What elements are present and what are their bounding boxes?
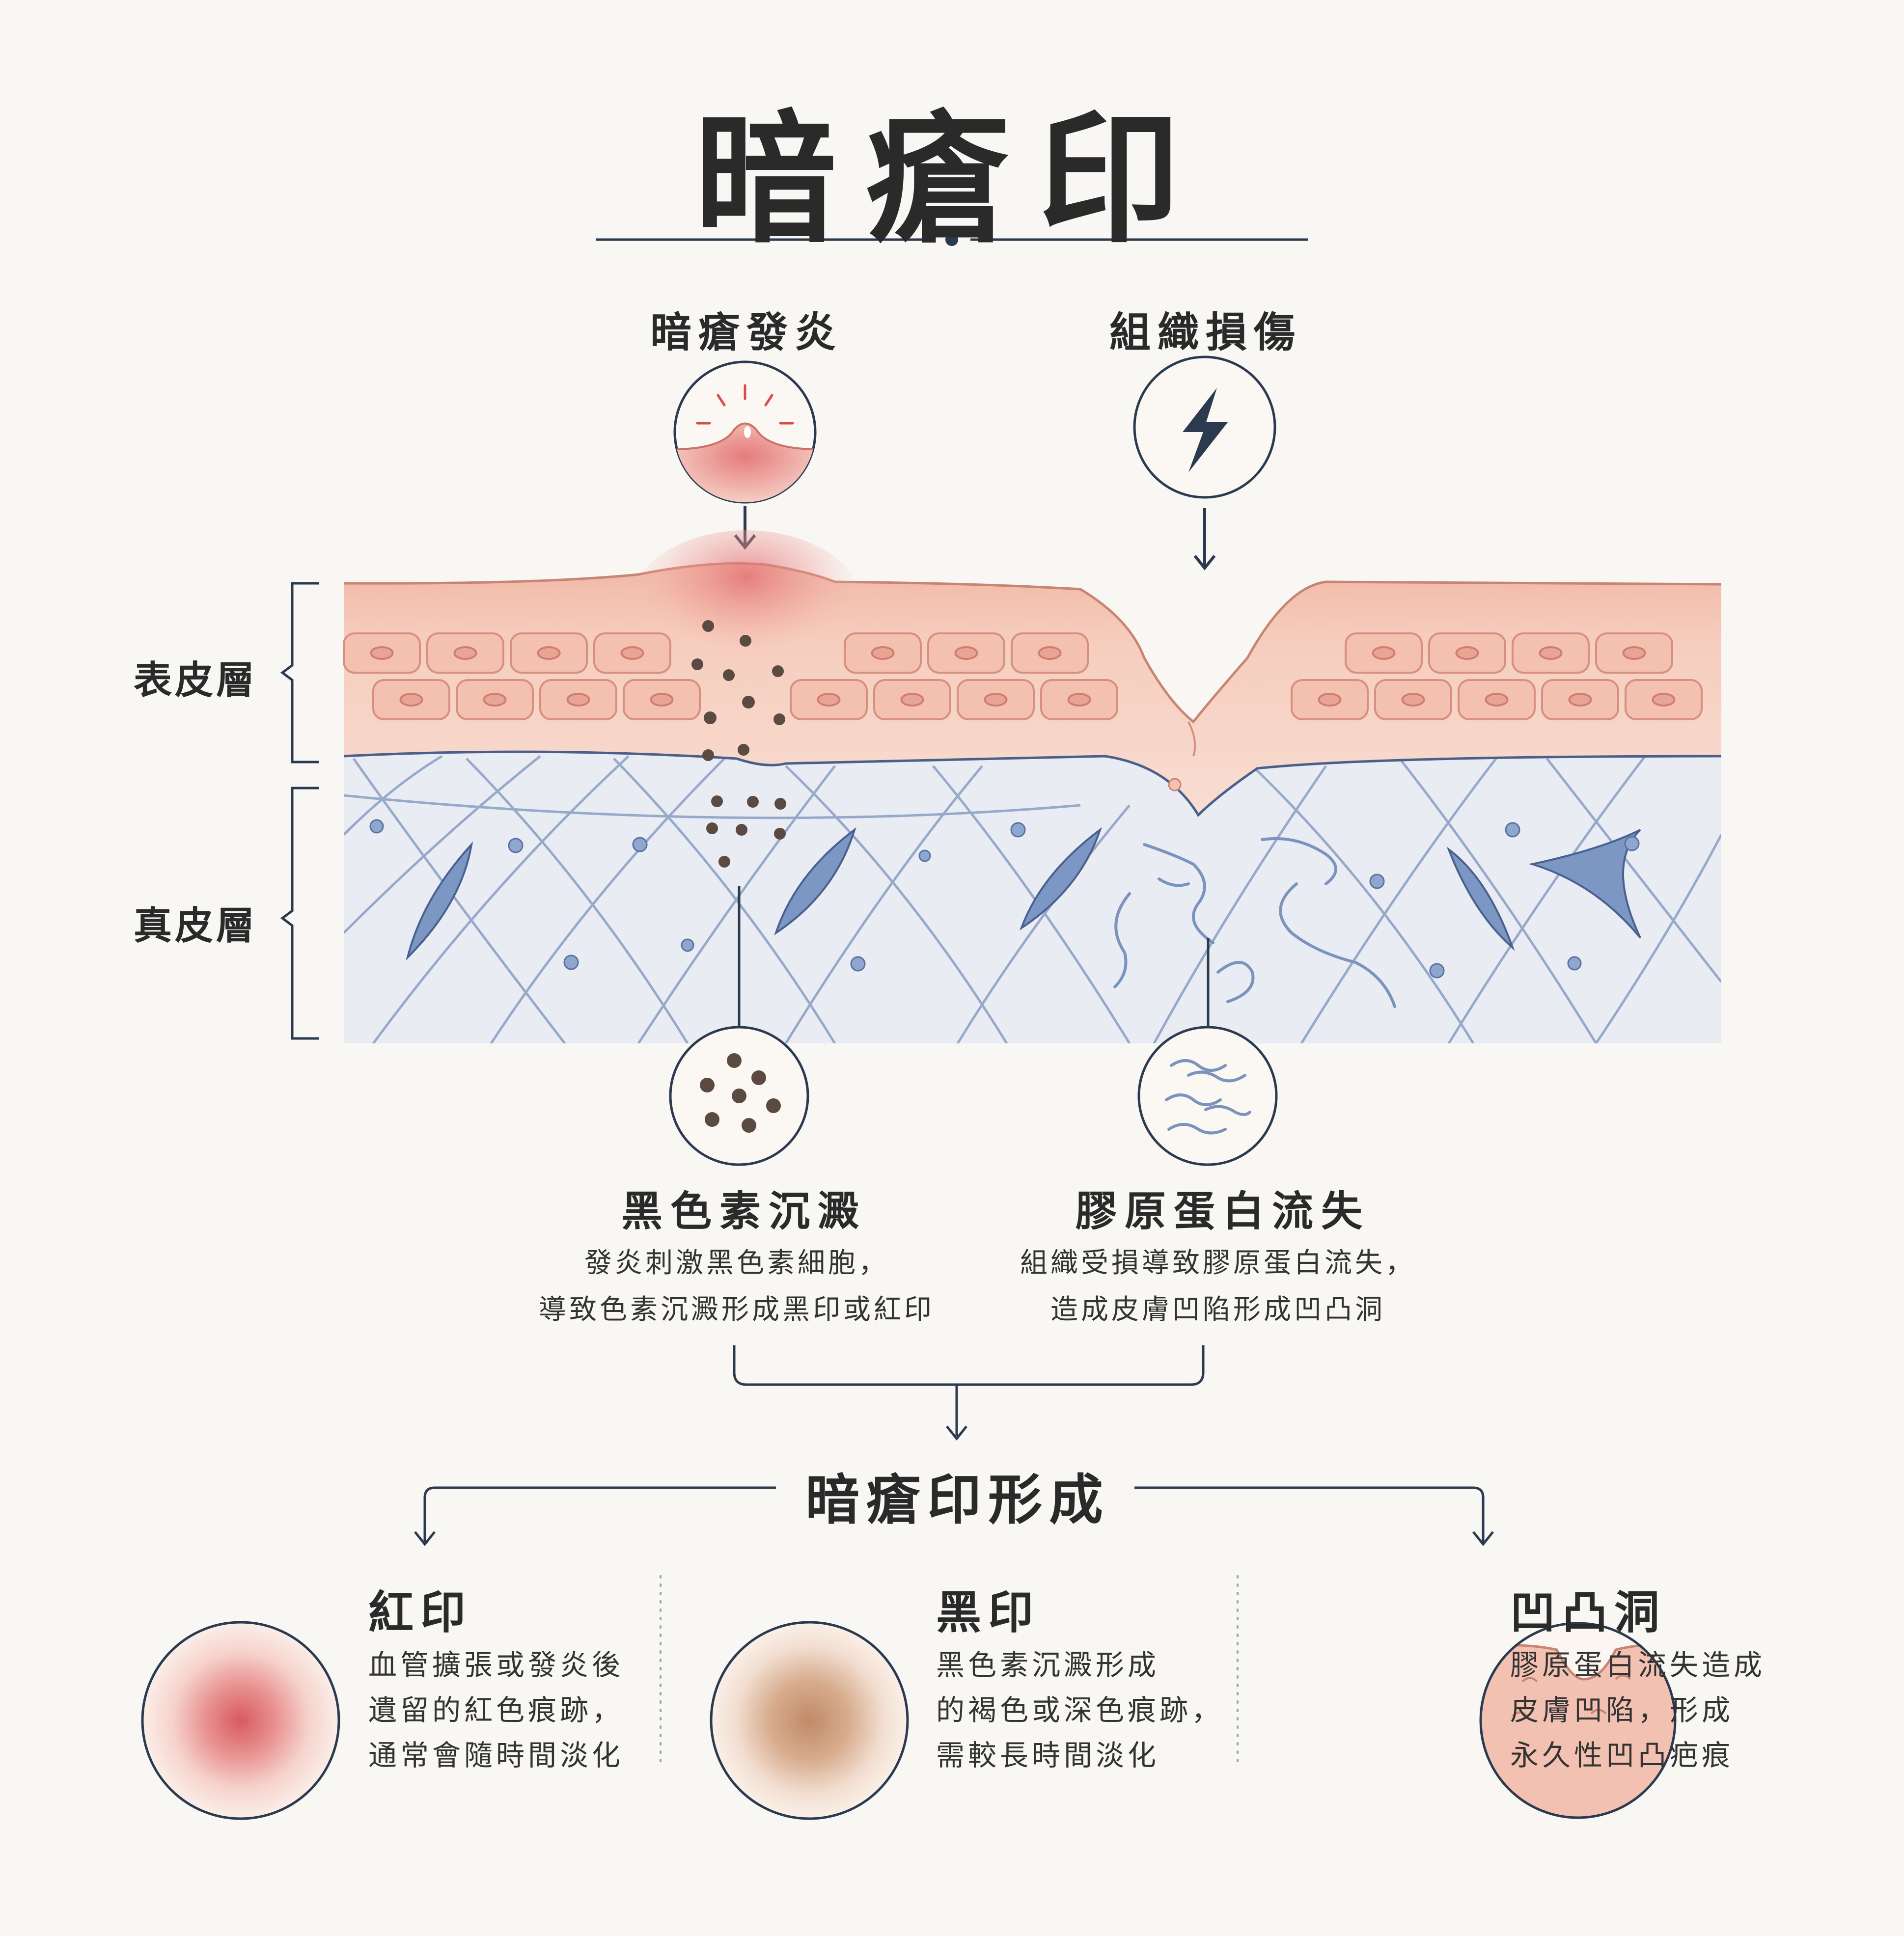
- layer-label-dermis: 真皮層: [134, 904, 258, 948]
- cell-nucleus: [399, 693, 423, 707]
- cell-nucleus: [1038, 646, 1062, 660]
- type-desc-dark-mark-line3: 需較長時間淡化: [936, 1739, 1160, 1772]
- cell-nucleus: [871, 646, 895, 660]
- melanin-granules: [691, 620, 786, 868]
- layer-brackets: [280, 582, 319, 1040]
- page-title: 暗瘡印: [694, 96, 1210, 263]
- red-mark-icon: [141, 1621, 340, 1820]
- cell-nucleus: [453, 646, 477, 660]
- mechanism-desc-melanin-line2: 導致色素沉澱形成黑印或紅印: [539, 1294, 935, 1326]
- melanin-dots-icon: [669, 1026, 809, 1166]
- mechanism-connectors: [738, 886, 1210, 1026]
- type-desc-pitted-scar-line2: 皮膚凹陷，形成: [1510, 1693, 1734, 1727]
- cause-label-inflammation: 暗瘡發炎: [650, 308, 843, 356]
- merge-bracket: [733, 1345, 1205, 1441]
- epidermis-layer: [343, 530, 1722, 818]
- cause-label-tissue-damage: 組織損傷: [1109, 308, 1302, 356]
- cell-nucleus: [537, 646, 561, 660]
- type-desc-red-mark-line2: 遺留的紅色痕跡，: [368, 1693, 624, 1727]
- lightning-icon: [1133, 355, 1276, 499]
- cell-nucleus: [817, 693, 841, 707]
- branch-arrows: [414, 1486, 1494, 1547]
- cell-nucleus: [984, 693, 1008, 707]
- cell-nucleus: [1485, 693, 1509, 707]
- cell-nucleus: [1652, 693, 1676, 707]
- cell-nucleus: [1372, 646, 1396, 660]
- type-title-dark-mark: 黑印: [936, 1586, 1041, 1639]
- dermis-layer: [344, 752, 1721, 1043]
- layer-label-epidermis: 表皮層: [134, 658, 258, 703]
- cell-nucleus: [1455, 646, 1479, 660]
- pitted-scar-icon: [1479, 1622, 1677, 1819]
- inflamed-pimple-icon: [673, 360, 817, 504]
- cell-nucleus: [1622, 646, 1646, 660]
- type-separators: [660, 1575, 1239, 1769]
- cell-nucleus: [1568, 693, 1592, 707]
- mechanism-title-melanin: 黑色素沉澱: [621, 1187, 867, 1235]
- mechanism-desc-melanin-line1: 發炎刺激黑色素細胞，: [584, 1247, 889, 1279]
- type-title-red-mark: 紅印: [368, 1586, 473, 1639]
- result-title: 暗瘡印形成: [805, 1469, 1110, 1531]
- cell-nucleus: [900, 693, 924, 707]
- dark-mark-icon: [710, 1621, 909, 1820]
- type-desc-pitted-scar-line1: 膠原蛋白流失造成: [1510, 1648, 1766, 1682]
- type-desc-red-mark-line1: 血管擴張或發炎後: [368, 1648, 624, 1682]
- cell-nucleus: [954, 646, 978, 660]
- mechanism-title-collagen: 膠原蛋白流失: [1075, 1187, 1370, 1235]
- mechanism-desc-collagen-line1: 組織受損導致膠原蛋白流失，: [1020, 1247, 1416, 1279]
- cell-nucleus: [483, 693, 507, 707]
- cell-nucleus: [620, 646, 644, 660]
- cell-nucleus: [1318, 693, 1342, 707]
- cell-nucleus: [1401, 693, 1425, 707]
- cell-nucleus: [1539, 646, 1563, 660]
- title-divider: [596, 233, 1308, 246]
- type-desc-dark-mark-line2: 的褐色或深色痕跡，: [936, 1693, 1224, 1727]
- type-desc-dark-mark-line1: 黑色素沉澱形成: [936, 1648, 1160, 1682]
- cell-nucleus: [370, 646, 394, 660]
- wavy-fibers-icon: [1137, 1026, 1278, 1166]
- type-desc-pitted-scar-line3: 永久性凹凸疤痕: [1510, 1739, 1734, 1772]
- type-title-pitted-scar: 凹凸洞: [1510, 1586, 1667, 1639]
- mechanism-desc-collagen-line2: 造成皮膚凹陷形成凹凸洞: [1050, 1294, 1385, 1326]
- cell-nucleus: [566, 693, 590, 707]
- cell-nucleus: [650, 693, 674, 707]
- cell-nucleus: [1067, 693, 1091, 707]
- type-desc-red-mark-line3: 通常會隨時間淡化: [368, 1739, 624, 1772]
